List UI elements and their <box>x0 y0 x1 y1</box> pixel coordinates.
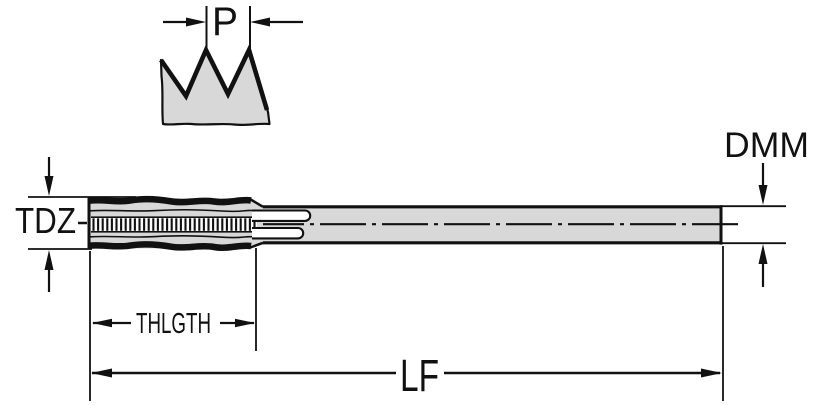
dmm-arrowhead-top <box>758 185 768 205</box>
lf-arrowhead-right <box>701 368 722 378</box>
flute-top-outline <box>252 209 312 222</box>
thread-profile-detail: P <box>159 0 303 127</box>
label-overall-length: LF <box>400 350 439 401</box>
pitch-arrowhead-right <box>250 17 270 27</box>
flute-top-fill <box>252 210 311 221</box>
label-pitch: P <box>212 0 238 44</box>
thlgth-dimension: THLGTH <box>89 248 257 401</box>
thread-root-line-bottom <box>89 235 253 239</box>
thread-crest-band-bottom <box>87 241 252 251</box>
lf-arrowhead-left <box>91 368 112 378</box>
tdz-arrowhead-top <box>44 176 54 196</box>
thread-runout-chamfer-top <box>248 197 264 208</box>
dmm-dimension: DMM <box>722 126 809 287</box>
tdz-dimension: TDZ <box>15 157 136 292</box>
label-shank-diameter: DMM <box>724 126 809 165</box>
flute-bottom-outline <box>252 226 305 240</box>
thlgth-arrowhead-left <box>92 318 112 328</box>
thread-hatch-bars <box>92 218 256 231</box>
pitch-arrowhead-left <box>186 17 206 27</box>
label-thread-diameter: TDZ <box>15 200 76 241</box>
tdz-arrowhead-bottom <box>44 250 54 270</box>
dmm-arrowhead-bottom <box>758 244 768 264</box>
thread-profile-crest-outline <box>159 43 270 111</box>
thlgth-arrowhead-right <box>235 318 255 328</box>
flute-bottom-fill <box>252 228 304 239</box>
thread-hatch-band <box>91 217 257 232</box>
flute-runouts <box>252 209 312 240</box>
thread-root-line-top <box>89 208 253 213</box>
tap-threaded-section <box>87 195 264 251</box>
thread-crest-band-top <box>87 195 252 206</box>
label-thread-length: THLGTH <box>136 308 211 340</box>
thread-runout-chamfer-bottom <box>248 241 264 250</box>
tap-shank <box>255 205 742 245</box>
lf-dimension: LF <box>91 246 724 401</box>
